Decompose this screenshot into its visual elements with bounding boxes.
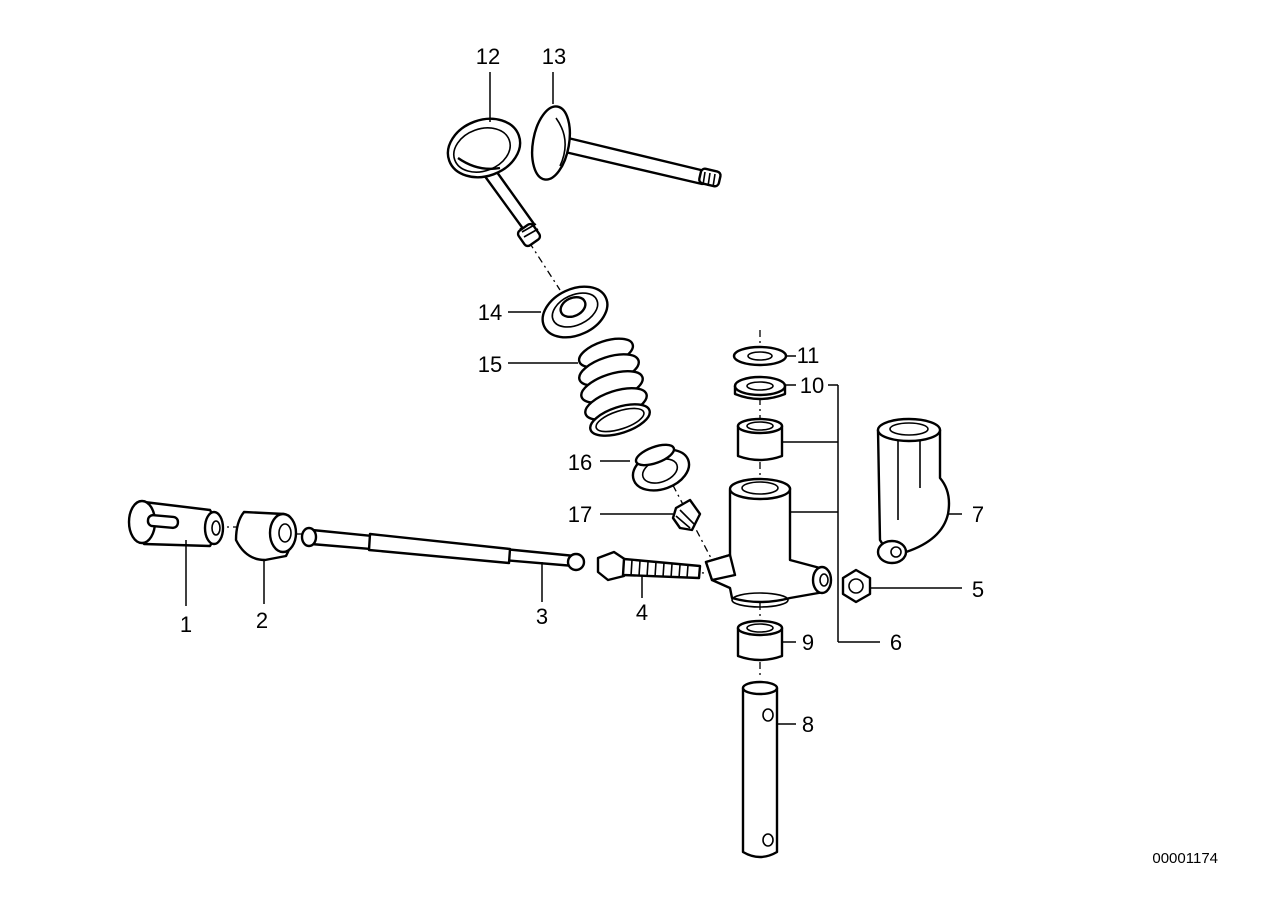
callout-1: 1 — [180, 612, 192, 637]
push-rod-3 — [300, 526, 586, 572]
spring-retainer-14 — [541, 285, 609, 339]
callout-17: 17 — [568, 502, 592, 527]
callout-6: 6 — [890, 630, 902, 655]
callout-16: 16 — [568, 450, 592, 475]
valve-12 — [446, 117, 542, 248]
valve-spring-15 — [577, 337, 651, 437]
adjuster-cap-17 — [671, 498, 702, 532]
callout-labels: 1 2 3 4 5 6 7 8 9 10 11 12 13 14 15 16 1… — [180, 44, 984, 737]
callout-9: 9 — [802, 630, 814, 655]
spring-seat-16 — [631, 443, 691, 492]
bushing-9 — [736, 619, 784, 662]
callout-13: 13 — [542, 44, 566, 69]
callout-2: 2 — [256, 608, 268, 633]
upper-bushing — [736, 417, 784, 462]
callout-11: 11 — [797, 343, 820, 368]
adjusting-screw-4 — [596, 550, 702, 582]
thrust-washer-10 — [733, 375, 787, 401]
cam-follower-1 — [127, 499, 225, 548]
callout-5: 5 — [972, 577, 984, 602]
rocker-bracket-7 — [876, 417, 951, 565]
callout-4: 4 — [636, 600, 648, 625]
callout-10: 10 — [800, 373, 824, 398]
rocker-shaft-8 — [741, 680, 779, 859]
document-number: 00001174 — [1152, 850, 1218, 867]
valve-13 — [530, 105, 722, 188]
leader-lines — [185, 72, 962, 725]
callout-7: 7 — [972, 502, 984, 527]
washer-11 — [732, 345, 788, 367]
lock-nut-5 — [841, 568, 872, 604]
rocker-arm-6 — [704, 477, 833, 608]
callout-15: 15 — [478, 352, 502, 377]
callout-8: 8 — [802, 712, 814, 737]
callout-3: 3 — [536, 604, 548, 629]
callout-14: 14 — [478, 300, 502, 325]
push-rod-socket-2 — [234, 510, 298, 562]
callout-12: 12 — [476, 44, 500, 69]
